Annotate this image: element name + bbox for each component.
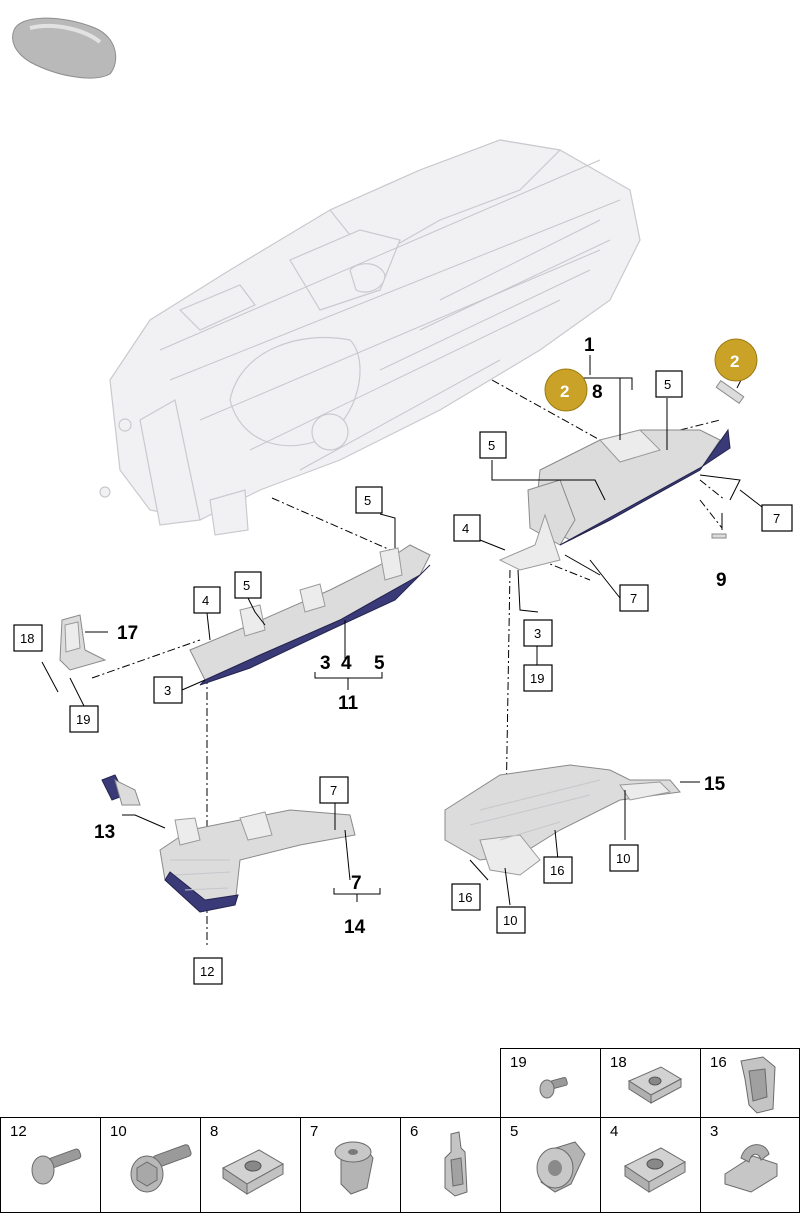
legend-cell-6[interactable]: 6 — [400, 1117, 501, 1213]
callout-10: 10 — [496, 906, 526, 934]
legend-cell-19[interactable]: 19 — [500, 1048, 601, 1118]
plastic-rivet-icon — [536, 1141, 586, 1193]
legend-cell-7[interactable]: 7 — [300, 1117, 401, 1213]
callout-16: 16 — [451, 883, 481, 911]
svg-text:5: 5 — [364, 493, 371, 508]
car-model-icon — [12, 17, 117, 79]
legend-number: 19 — [510, 1054, 527, 1071]
connector-part-13 — [101, 774, 141, 806]
legend-number: 16 — [710, 1054, 727, 1071]
callout-1: 1 — [584, 335, 595, 356]
callout-7: 7 — [319, 776, 349, 804]
callout-labels: 1 8 2 2 5 5 5 5 7 7 7 9 4 4 3 3 19 19 18… — [13, 335, 793, 985]
svg-text:18: 18 — [20, 631, 34, 646]
callout-4: 4 — [453, 514, 481, 542]
callout-4: 4 — [193, 586, 221, 614]
callout-7: 7 — [761, 504, 793, 532]
callout-17: 17 — [117, 623, 138, 644]
svg-text:7: 7 — [630, 591, 637, 606]
dashboard-ghost-image — [99, 139, 641, 536]
callout-11-item-4: 4 — [341, 653, 352, 674]
callout-5: 5 — [234, 571, 262, 599]
svg-text:10: 10 — [503, 913, 517, 928]
hex-bolt-icon — [130, 1144, 192, 1193]
clip-nut-icon — [627, 1066, 683, 1104]
screw-icon — [31, 1148, 82, 1185]
legend-number: 8 — [210, 1123, 219, 1140]
svg-text:3: 3 — [534, 626, 541, 641]
bracket-clip-icon — [724, 1144, 778, 1193]
callout-7: 7 — [619, 584, 649, 612]
svg-text:7: 7 — [773, 511, 780, 526]
spring-clip-icon — [444, 1131, 468, 1197]
svg-text:5: 5 — [488, 438, 495, 453]
callout-19: 19 — [523, 664, 553, 692]
svg-text:5: 5 — [243, 578, 250, 593]
svg-text:16: 16 — [458, 890, 472, 905]
glovebox-assembly-part — [498, 379, 745, 571]
callout-5: 5 — [655, 370, 683, 398]
legend-cell-16[interactable]: 16 — [700, 1048, 800, 1118]
callout-2-label: 2 — [560, 382, 569, 401]
lower-cover-panel-part — [444, 764, 681, 876]
legend-cell-8[interactable]: 8 — [200, 1117, 301, 1213]
callout-2-badge: 2 — [544, 368, 588, 412]
legend-cell-12[interactable]: 12 — [0, 1117, 101, 1213]
clip-nut-icon — [624, 1147, 687, 1193]
svg-text:10: 10 — [616, 851, 630, 866]
svg-text:4: 4 — [462, 521, 469, 536]
knee-trim-panel-part — [189, 544, 431, 686]
legend-number: 7 — [310, 1123, 319, 1140]
legend-cell-10[interactable]: 10 — [100, 1117, 201, 1213]
bracket-part-17 — [59, 614, 107, 671]
legend-number: 4 — [610, 1123, 619, 1140]
callout-15: 15 — [704, 774, 726, 795]
callout-16: 16 — [543, 856, 573, 884]
svg-text:19: 19 — [530, 671, 544, 686]
callout-3: 3 — [523, 619, 553, 647]
svg-text:5: 5 — [664, 377, 671, 392]
callout-13: 13 — [94, 822, 115, 843]
svg-text:16: 16 — [550, 863, 564, 878]
support-bracket-part — [159, 809, 356, 913]
legend-number: 10 — [110, 1123, 127, 1140]
parts-legend-table: 19 18 16 12 10 — [0, 1048, 800, 1213]
callout-9: 9 — [716, 570, 727, 591]
callout-12: 12 — [193, 957, 223, 985]
legend-cell-4[interactable]: 4 — [600, 1117, 701, 1213]
screw-icon — [539, 1077, 568, 1099]
callout-leader-lines — [41, 355, 763, 906]
clip-nut-icon — [222, 1149, 285, 1195]
legend-cell-5[interactable]: 5 — [500, 1117, 601, 1213]
spring-clip-icon — [740, 1056, 776, 1114]
svg-text:19: 19 — [76, 712, 90, 727]
callout-3: 3 — [153, 676, 183, 704]
svg-text:3: 3 — [164, 683, 171, 698]
plastic-rivet-icon — [334, 1141, 374, 1195]
callout-8: 8 — [592, 382, 603, 403]
callout-5: 5 — [355, 486, 383, 514]
callout-7-group: 7 — [351, 873, 362, 894]
callout-11-item-5: 5 — [374, 653, 385, 674]
callout-2-label: 2 — [730, 352, 739, 371]
legend-cell-18[interactable]: 18 — [600, 1048, 701, 1118]
callout-18: 18 — [13, 624, 43, 652]
callout-19: 19 — [69, 705, 99, 733]
legend-number: 12 — [10, 1123, 27, 1140]
legend-number: 6 — [410, 1123, 419, 1140]
legend-number: 5 — [510, 1123, 519, 1140]
callout-5: 5 — [479, 431, 507, 459]
callout-14: 14 — [344, 917, 366, 938]
legend-cell-3[interactable]: 3 — [700, 1117, 800, 1213]
callout-11: 11 — [338, 693, 359, 714]
legend-number: 18 — [610, 1054, 627, 1071]
callout-11-item-3: 3 — [320, 653, 331, 674]
legend-number: 3 — [710, 1123, 719, 1140]
svg-text:7: 7 — [330, 783, 337, 798]
callout-10: 10 — [609, 844, 639, 872]
svg-text:12: 12 — [200, 964, 214, 979]
svg-text:4: 4 — [202, 593, 209, 608]
callout-2-badge: 2 — [714, 338, 758, 382]
